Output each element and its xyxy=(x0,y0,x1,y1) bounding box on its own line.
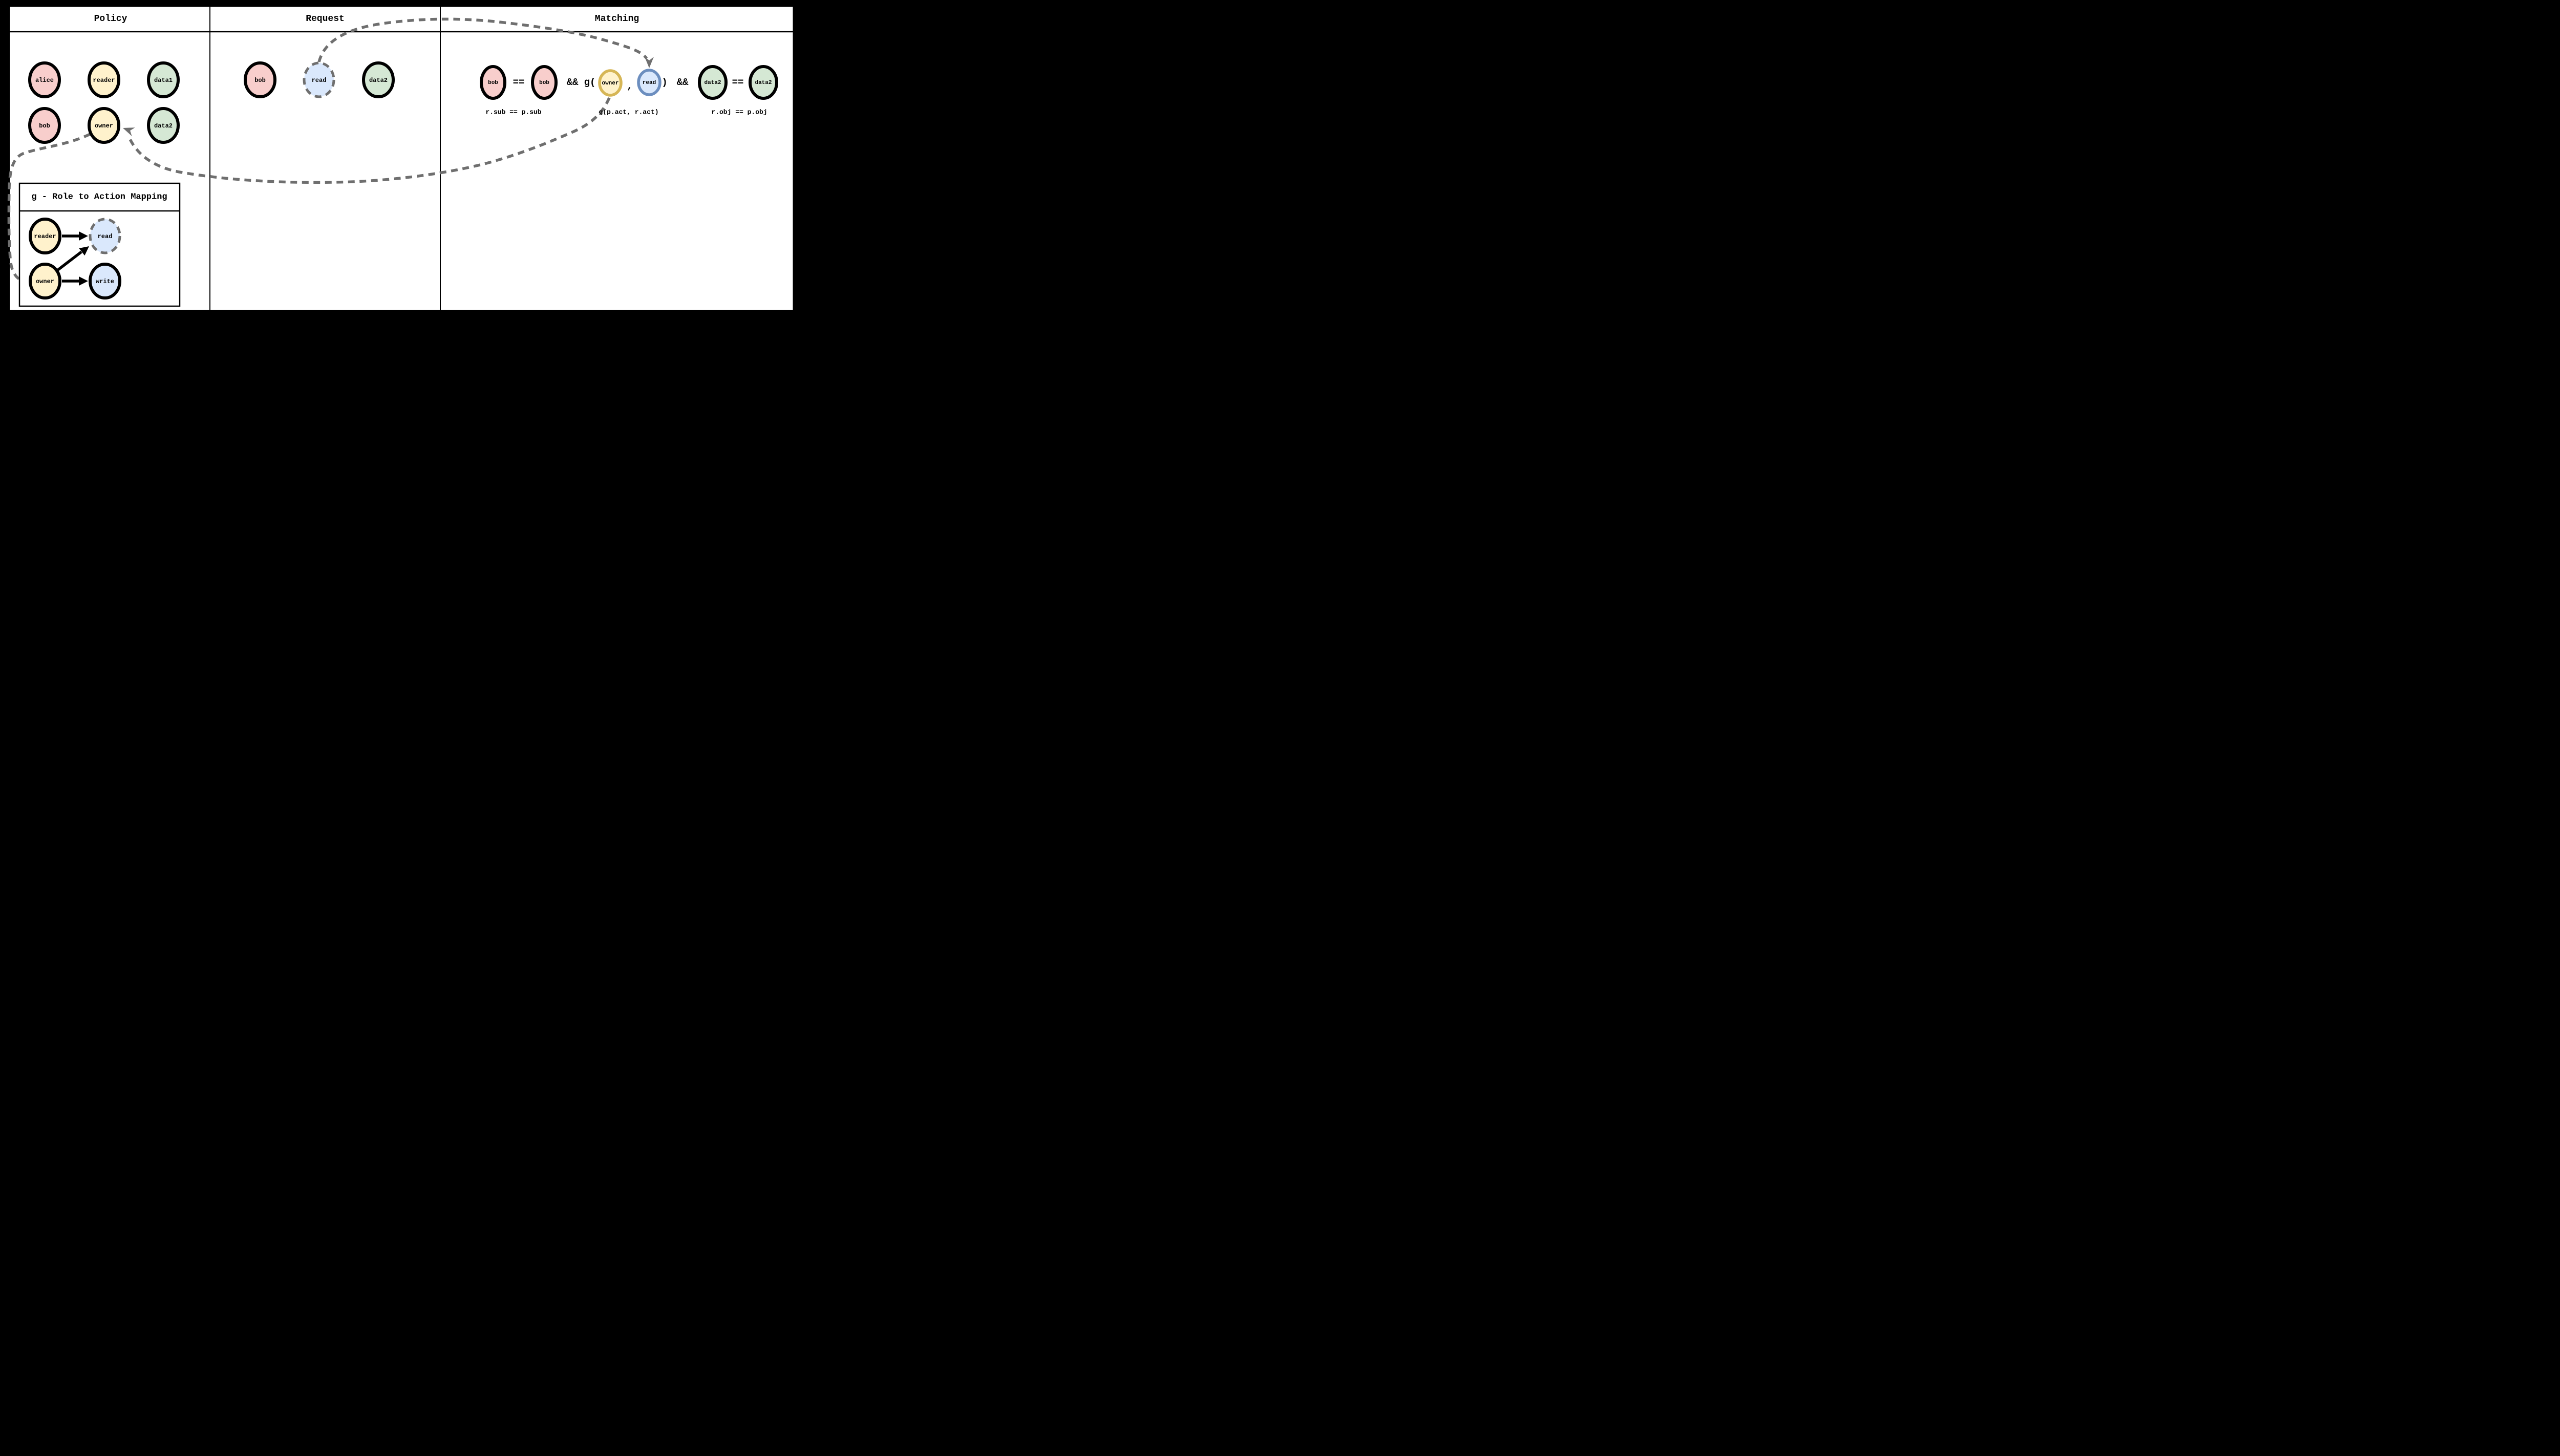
matching-node-p-obj-shape xyxy=(749,65,778,100)
matching-op-eq2: == xyxy=(732,77,744,88)
matching-node-r-act-shape xyxy=(637,69,662,96)
policy-node-reader-label: reader xyxy=(93,77,115,84)
policy-node-data1-label: data1 xyxy=(154,77,173,84)
matching-op-and1: && xyxy=(567,77,579,88)
matching-func-close: ) xyxy=(662,77,667,88)
matching-node-p-obj-label: data2 xyxy=(755,80,772,86)
matching-node-r-sub-label: bob xyxy=(488,80,498,86)
edge-owner-to-read xyxy=(56,250,82,272)
gbox-node-reader-shape xyxy=(29,218,61,254)
gbox-title: g - Role to Action Mapping xyxy=(31,192,167,202)
matching-node-r-obj-label: data2 xyxy=(704,80,721,86)
request-node-bob: bob xyxy=(244,61,276,98)
gbox-node-reader: reader xyxy=(29,218,61,254)
diagram-stage: Policy Request Matching alice reader dat… xyxy=(0,0,803,326)
gbox-node-reader-label: reader xyxy=(34,233,56,240)
request-node-read-shape xyxy=(303,61,335,98)
policy-node-data2-shape xyxy=(147,107,180,144)
request-panel-title: Request xyxy=(306,14,345,24)
gbox-node-write-shape xyxy=(89,263,121,299)
matching-node-p-sub-label: bob xyxy=(539,80,549,86)
matching-node-r-act-label: read xyxy=(643,80,656,86)
matching-node-p-obj: data2 xyxy=(749,65,778,100)
policy-matching-diagram: Policy Request Matching alice reader dat… xyxy=(7,5,795,312)
gbox: g - Role to Action Mapping reader read o… xyxy=(18,182,181,307)
policy-node-bob-label: bob xyxy=(39,122,50,130)
policy-node-data1-shape xyxy=(147,61,180,98)
matching-node-p-sub-shape xyxy=(531,65,558,100)
gbox-node-read-shape xyxy=(89,218,121,254)
matching-node-r-act: read xyxy=(637,69,662,96)
arrowhead-into-policy-owner xyxy=(123,127,135,136)
matching-func-open: g( xyxy=(584,77,596,88)
gbox-node-write-label: write xyxy=(96,278,114,285)
gbox-node-read-label: read xyxy=(98,233,113,240)
policy-node-owner-shape xyxy=(88,107,120,144)
policy-node-data2-label: data2 xyxy=(154,122,173,130)
policy-node-data1: data1 xyxy=(147,61,180,98)
caption-obj-match: r.obj == p.obj xyxy=(711,109,767,116)
gbox-node-read: read xyxy=(89,218,121,254)
matching-node-r-obj-shape xyxy=(698,65,728,100)
policy-node-alice: alice xyxy=(28,61,61,98)
matching-panel-title: Matching xyxy=(595,14,639,24)
matching-comma: , xyxy=(627,80,632,92)
matching-node-r-obj: data2 xyxy=(698,65,728,100)
policy-node-reader: reader xyxy=(88,61,120,98)
policy-node-owner-label: owner xyxy=(95,122,113,130)
gbox-edges xyxy=(56,231,89,286)
gbox-node-write: write xyxy=(89,263,121,299)
request-node-bob-shape xyxy=(244,61,276,98)
matching-node-p-act-shape xyxy=(598,69,623,97)
matching-op-and2: && xyxy=(677,77,689,88)
policy-node-owner: owner xyxy=(88,107,120,144)
gbox-node-owner-shape xyxy=(29,263,61,299)
matching-node-r-sub: bob xyxy=(480,65,506,100)
gbox-node-owner-label: owner xyxy=(36,278,54,285)
policy-node-alice-label: alice xyxy=(35,77,54,84)
matching-node-p-sub: bob xyxy=(531,65,558,100)
arrowhead-owner-to-read xyxy=(79,246,89,256)
request-node-read: read xyxy=(303,61,335,98)
request-node-bob-label: bob xyxy=(254,77,266,84)
policy-node-bob-shape xyxy=(28,107,61,144)
matching-node-p-act-label: owner xyxy=(602,80,618,87)
policy-panel: alice reader data1 bob owner data2 xyxy=(28,61,180,144)
request-node-data2-shape xyxy=(362,61,395,98)
policy-node-reader-shape xyxy=(88,61,120,98)
arrowhead-into-matching-read xyxy=(645,57,654,68)
matching-op-eq1: == xyxy=(513,77,525,88)
request-panel: bob read data2 xyxy=(244,61,395,98)
request-node-data2-label: data2 xyxy=(369,77,388,84)
curve-request-read-to-matching-read xyxy=(317,17,648,62)
gbox-node-owner: owner xyxy=(29,263,61,299)
policy-node-alice-shape xyxy=(28,61,61,98)
caption-sub-match: r.sub == p.sub xyxy=(485,109,541,116)
curve-matching-owner-to-policy-owner xyxy=(129,97,611,184)
policy-panel-title: Policy xyxy=(94,14,127,24)
policy-node-data2: data2 xyxy=(147,107,180,144)
matching-node-r-sub-shape xyxy=(480,65,506,100)
curve-policy-owner-to-gbox-owner xyxy=(7,133,91,284)
arrowhead-reader-to-read xyxy=(79,231,88,241)
matching-panel: bob == bob && g( owner , read ) && data2… xyxy=(480,65,778,116)
arrowhead-owner-to-write xyxy=(79,276,88,286)
matching-node-p-act: owner xyxy=(598,69,623,97)
request-node-data2: data2 xyxy=(362,61,395,98)
request-node-read-label: read xyxy=(312,77,327,84)
caption-act-match: g(p.act, r.act) xyxy=(599,109,658,116)
policy-node-bob: bob xyxy=(28,107,61,144)
